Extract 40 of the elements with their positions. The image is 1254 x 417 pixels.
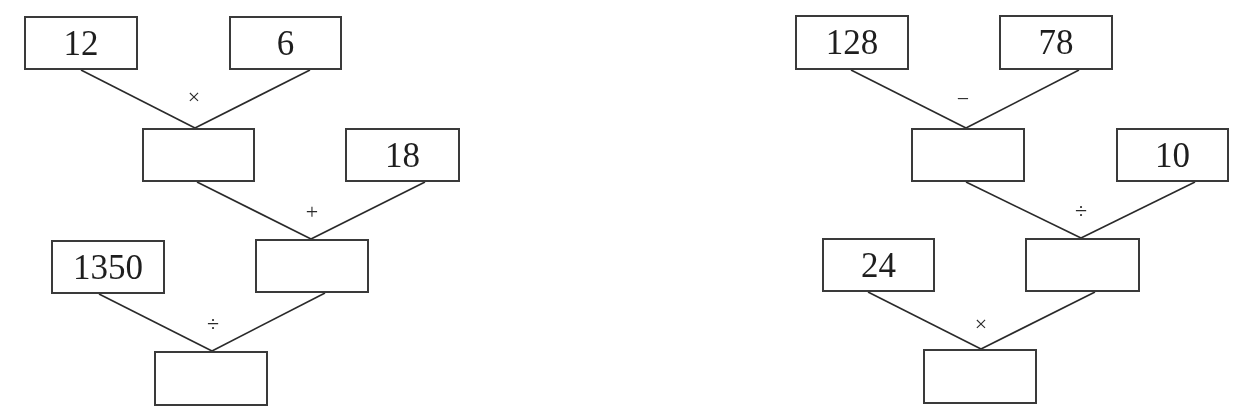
connector-line	[867, 291, 982, 350]
number-value: 18	[385, 137, 420, 173]
connector-line	[196, 181, 312, 240]
answer-box	[142, 128, 255, 182]
number-box	[999, 15, 1113, 70]
number-value: 24	[861, 247, 896, 283]
answer-box	[911, 128, 1025, 182]
number-value: 10	[1155, 137, 1190, 173]
operator-sign: −	[956, 88, 970, 110]
operator-sign: ÷	[206, 313, 220, 335]
operator-sign: ×	[974, 313, 988, 335]
connector-line	[850, 69, 967, 129]
number-value: 1350	[73, 249, 143, 285]
answer-box	[154, 351, 268, 406]
number-box	[345, 128, 460, 182]
operator-sign: +	[305, 201, 319, 223]
connector-line	[211, 292, 326, 352]
operator-sign: ÷	[1074, 200, 1088, 222]
answer-box	[1025, 238, 1140, 292]
number-value: 128	[825, 25, 879, 60]
connector-line	[1080, 181, 1196, 239]
connector-line	[965, 181, 1082, 239]
number-box	[24, 16, 138, 70]
number-box	[229, 16, 342, 70]
answer-box	[923, 349, 1037, 404]
number-box	[795, 15, 909, 70]
answer-box	[255, 239, 369, 293]
operator-sign: ×	[187, 86, 201, 108]
number-value: 12	[63, 25, 99, 61]
connector-line	[194, 69, 311, 129]
connector-line	[980, 291, 1096, 350]
connector-line	[310, 181, 426, 240]
number-value: 6	[276, 25, 295, 61]
number-box	[822, 238, 935, 292]
connector-line	[965, 69, 1080, 129]
number-box	[51, 240, 165, 294]
connector-line	[80, 69, 196, 129]
connector-line	[98, 293, 213, 352]
number-box	[1116, 128, 1229, 182]
number-value: 78	[1038, 25, 1074, 60]
